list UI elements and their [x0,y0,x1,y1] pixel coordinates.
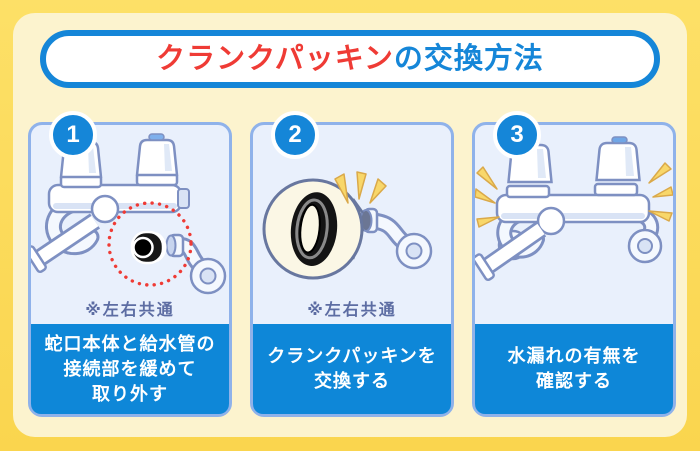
right-wall-flange [165,233,227,295]
packing-ring-icon [290,192,338,266]
step-2-number: 2 [288,121,302,148]
packing-ring-icon [130,230,167,265]
magnified-packing [262,178,364,280]
faucet-body [47,183,190,214]
spout [475,221,547,282]
step-1-number: 1 [66,121,80,148]
faucet-assembled-illustration [475,136,673,282]
right-handle [593,136,641,197]
sparkle-icon [475,166,500,228]
crank-pipe [359,207,433,270]
step-1-caption: 蛇口本体と給水管の 接続部を緩めて 取り外す [31,324,229,414]
packing-closeup-illustration [262,171,433,280]
step-3-number: 3 [510,121,524,148]
faucet-disconnected-illustration [31,133,227,295]
step-card-3: 3 [472,111,676,417]
step-2-caption: クランクパッキンを 交換する [253,324,451,414]
step-2-badge: 2 [271,111,319,159]
step-card-1: 1 [28,111,232,417]
sparkle-icon [648,162,673,222]
step-3-badge: 3 [493,111,541,159]
panel: クランクパッキンの交換方法 1 [13,13,687,437]
sparkle-icon [334,171,387,204]
page-title: クランクパッキンの交換方法 [156,42,544,75]
spout [31,213,101,274]
step-card-2: 2 [250,111,454,417]
title-rest: の交換方法 [393,42,544,75]
step-1-badge: 1 [49,111,97,159]
spout-nut [90,194,120,224]
title-banner: クランクパッキンの交換方法 [40,30,660,88]
faucet-body [495,193,651,224]
title-highlight: クランクパッキン [156,42,394,75]
spout-nut [536,206,566,236]
step-1-note: ※左右共通 [85,302,175,319]
highlight-dotted-circle-icon [107,201,193,287]
step-3-caption: 水漏れの有無を 確認する [475,324,673,414]
cold-index-cap [611,136,628,144]
right-handle [135,133,179,187]
step-2-note: ※左右共通 [307,302,397,319]
